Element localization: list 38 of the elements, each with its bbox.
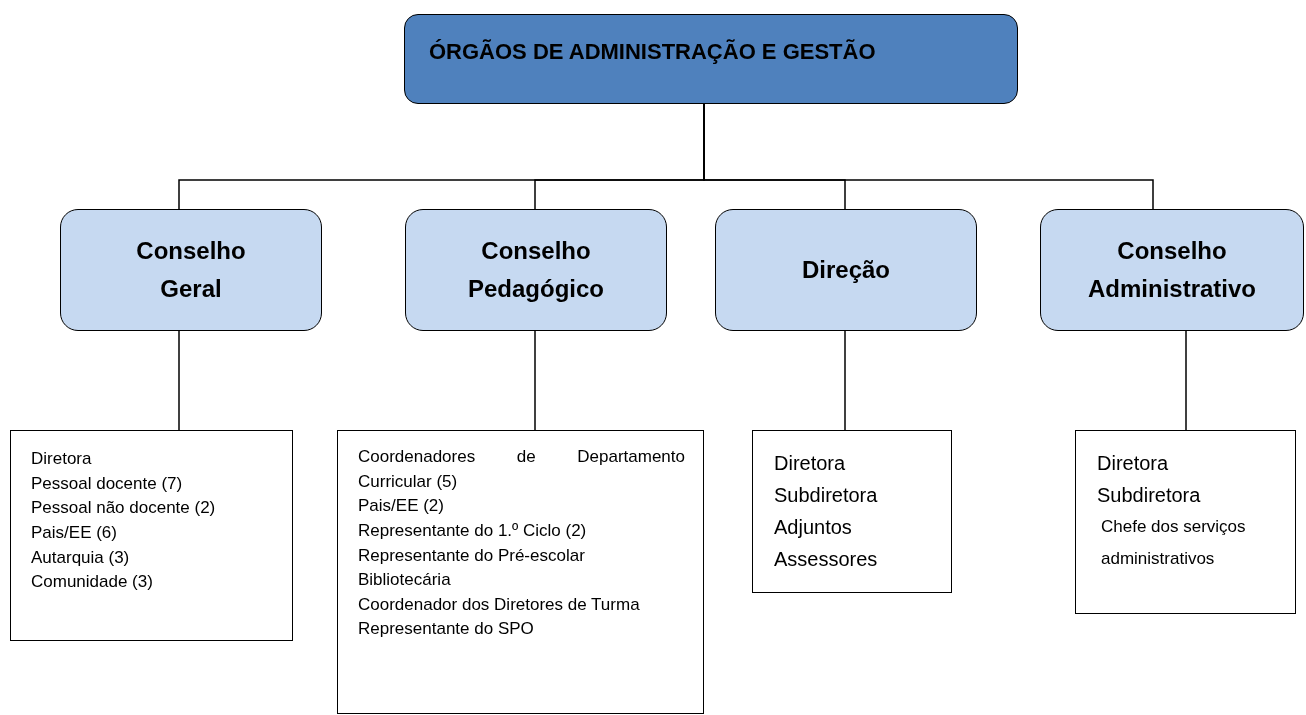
council-box xyxy=(715,209,977,331)
member-text: Bibliotecária xyxy=(358,569,452,592)
member-list-box xyxy=(1075,430,1296,614)
box-title: ÓRGÃOS DE ADMINISTRAÇÃO E GESTÃO xyxy=(429,39,877,66)
member-list-box xyxy=(337,430,704,714)
member-text: Coordenador dos Diretores de Turma xyxy=(358,593,641,616)
member-text: Diretora xyxy=(774,451,847,476)
member-text: Autarquia (3) xyxy=(31,546,131,569)
title-box xyxy=(404,14,1018,104)
box-title: Direção xyxy=(801,255,890,285)
member-text: Assessores xyxy=(774,547,879,572)
member-text: Diretora xyxy=(31,448,93,470)
member-text: Pessoal docente (7) xyxy=(31,472,184,495)
member-text: Representante do 1.º Ciclo (2) xyxy=(358,519,588,542)
member-text: Subdiretora xyxy=(1097,483,1202,508)
member-text: Pessoal não docente (2) xyxy=(31,497,217,520)
member-list-box xyxy=(10,430,293,641)
connector-line xyxy=(1185,330,1187,431)
member-text: Pais/EE (6) xyxy=(31,521,118,544)
connector-line xyxy=(844,330,846,431)
connector-line xyxy=(534,330,536,431)
member-text: Representante do Pré-escolar xyxy=(358,544,586,567)
box-title: Conselho Pedagógico xyxy=(468,236,604,304)
member-text: Adjuntos xyxy=(774,515,853,540)
member-text: Diretora xyxy=(1097,451,1170,476)
member-text: Subdiretora xyxy=(774,483,879,508)
council-box xyxy=(405,209,667,331)
council-box xyxy=(1040,209,1304,331)
member-text: Chefe dos serviços administrativos xyxy=(1100,516,1247,570)
member-list-box xyxy=(752,430,952,593)
box-title: Conselho Administrativo xyxy=(1088,236,1256,304)
member-text: Pais/EE (2) xyxy=(358,495,445,518)
member-text: Comunidade (3) xyxy=(31,571,154,594)
council-box xyxy=(60,209,322,331)
box-title: Conselho Geral xyxy=(136,236,246,304)
connector-line xyxy=(178,330,180,431)
member-text: Representante do SPO xyxy=(358,618,535,641)
member-text: Coordenadores de Departamento Curricular (5) xyxy=(358,446,685,493)
